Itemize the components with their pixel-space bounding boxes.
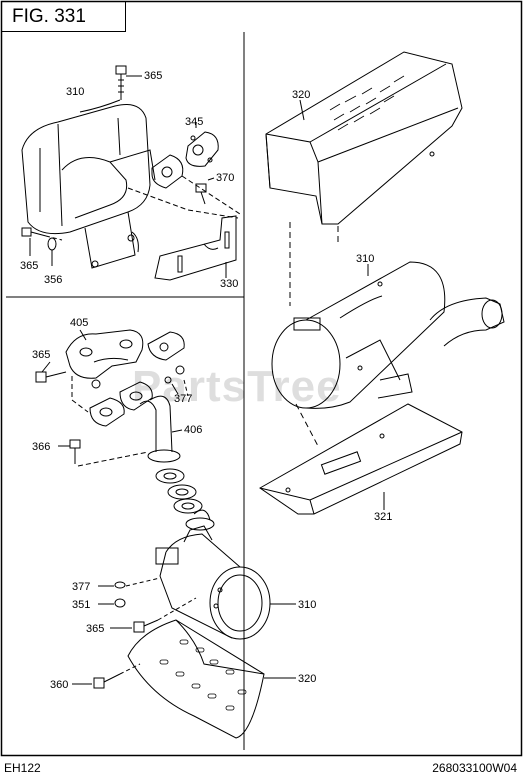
drawing-number: 268033100W04 (432, 761, 517, 775)
part-365-bolt-top (115, 65, 127, 100)
callout-405: 405 (70, 317, 88, 329)
part-345-gasket (185, 131, 219, 167)
leader-370 (207, 177, 215, 181)
part-406-pipe (139, 395, 181, 463)
callout-365-top: 365 (144, 70, 162, 82)
part-310-right-muffler (271, 261, 505, 409)
callout-351: 351 (72, 599, 90, 611)
callout-321: 321 (374, 511, 392, 523)
part-370-bolt (195, 183, 207, 205)
callout-labels: 365 310 345 370 365 356 330 320 310 321 … (20, 70, 392, 691)
figure-title: FIG. 331 (2, 2, 126, 32)
part-gasket-plates (89, 381, 153, 427)
callout-310-low: 310 (298, 599, 316, 611)
part-nut-mid (91, 379, 101, 389)
part-360-bolt (93, 673, 121, 689)
callout-356: 356 (44, 274, 62, 286)
part-405-manifold (65, 329, 144, 379)
callout-377-low: 377 (72, 581, 90, 593)
part-377-washer (175, 365, 185, 375)
callout-406: 406 (184, 424, 202, 436)
leader-365-mid (41, 361, 51, 373)
callout-320-right: 320 (292, 89, 310, 101)
part-320-low-shield (127, 619, 265, 739)
part-365-bolt-low (133, 619, 159, 633)
callout-345: 345 (185, 116, 203, 128)
part-320-heat-shield (265, 51, 463, 225)
part-345-gasket-2 (151, 154, 184, 189)
part-356-washer (47, 237, 57, 251)
leader-405 (79, 329, 87, 341)
leader-377-mid (171, 383, 179, 395)
part-gasket-stack (155, 468, 203, 514)
part-351-nut (114, 598, 126, 608)
callout-360: 360 (50, 679, 68, 691)
callout-310-top: 310 (66, 86, 84, 98)
callout-310-right: 310 (356, 253, 374, 265)
part-405-gasket (147, 331, 185, 361)
callout-366: 366 (32, 441, 50, 453)
callout-370: 370 (216, 172, 234, 184)
part-365-bolt-mid (35, 371, 67, 383)
part-321-tray (259, 403, 463, 515)
part-365-bolt-left (21, 227, 47, 237)
leader-406 (171, 429, 183, 433)
callout-365-low: 365 (86, 623, 104, 635)
leader-320-right (299, 99, 305, 121)
part-366-bolt (69, 439, 81, 464)
part-310-low-muffler (155, 509, 271, 640)
part-377-low-washer (114, 581, 126, 589)
callout-365-left: 365 (20, 260, 38, 272)
callout-377-mid: 377 (174, 393, 192, 405)
callout-320-low: 320 (298, 673, 316, 685)
callout-365-mid: 365 (32, 349, 50, 361)
watermark: PartsTree (132, 362, 342, 411)
part-310-top-muffler (21, 99, 156, 269)
callout-330: 330 (220, 278, 238, 290)
outer-frame (0, 0, 523, 757)
model-code: EH122 (4, 761, 41, 775)
part-330-bracket (154, 215, 237, 281)
